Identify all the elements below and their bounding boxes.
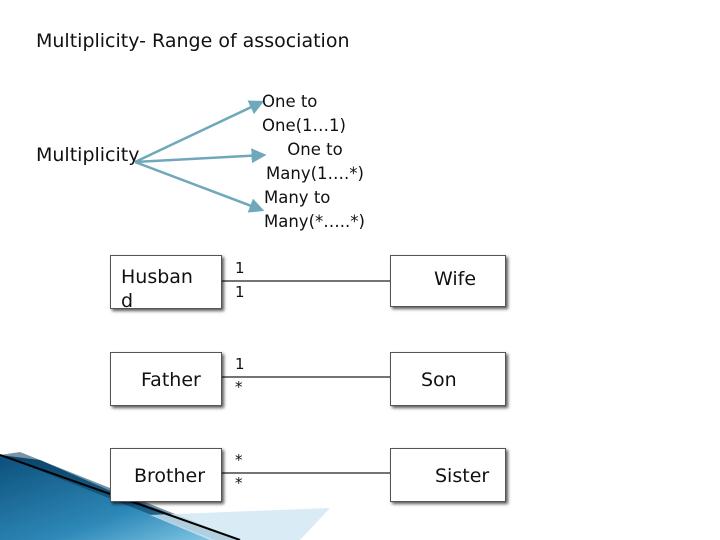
- entity-box-father: Father: [110, 352, 222, 406]
- entity-label: Father: [141, 369, 201, 391]
- entity-box-son: Son: [390, 352, 506, 406]
- option-line: One(1…1): [262, 114, 382, 138]
- entity-label-line: d: [121, 290, 133, 312]
- option-line: Many(*…..*): [264, 210, 384, 234]
- cardinality-bottom: *: [235, 474, 243, 492]
- cardinality-top: 1: [235, 355, 245, 373]
- cardinality-bottom: 1: [235, 283, 245, 301]
- option-line: Many to: [264, 186, 384, 210]
- entity-box-sister: Sister: [390, 448, 506, 502]
- entity-label: Son: [421, 369, 457, 391]
- cardinality-top: *: [235, 451, 243, 469]
- arrow-one-to-many: [135, 155, 264, 162]
- entity-box-wife: Wife: [390, 255, 506, 307]
- entity-label-line: Husban: [121, 266, 193, 288]
- option-one-to-one: One to One(1…1): [262, 90, 382, 138]
- cardinality-top: 1: [235, 259, 245, 277]
- option-line: Many(1….*): [256, 162, 374, 186]
- entity-box-brother: Brother: [110, 448, 222, 502]
- option-one-to-many: One to Many(1….*): [256, 138, 374, 186]
- arrow-one-to-one: [135, 102, 262, 162]
- entity-label: Sister: [435, 465, 489, 487]
- option-line: One to: [256, 138, 374, 162]
- option-many-to-many: Many to Many(*…..*): [264, 186, 384, 234]
- entity-label: Wife: [434, 268, 476, 290]
- arrow-many-to-many: [135, 162, 262, 210]
- cardinality-bottom: *: [235, 378, 243, 396]
- entity-label: Brother: [134, 465, 205, 487]
- option-line: One to: [262, 90, 382, 114]
- entity-box-husband: Husban d: [110, 255, 222, 309]
